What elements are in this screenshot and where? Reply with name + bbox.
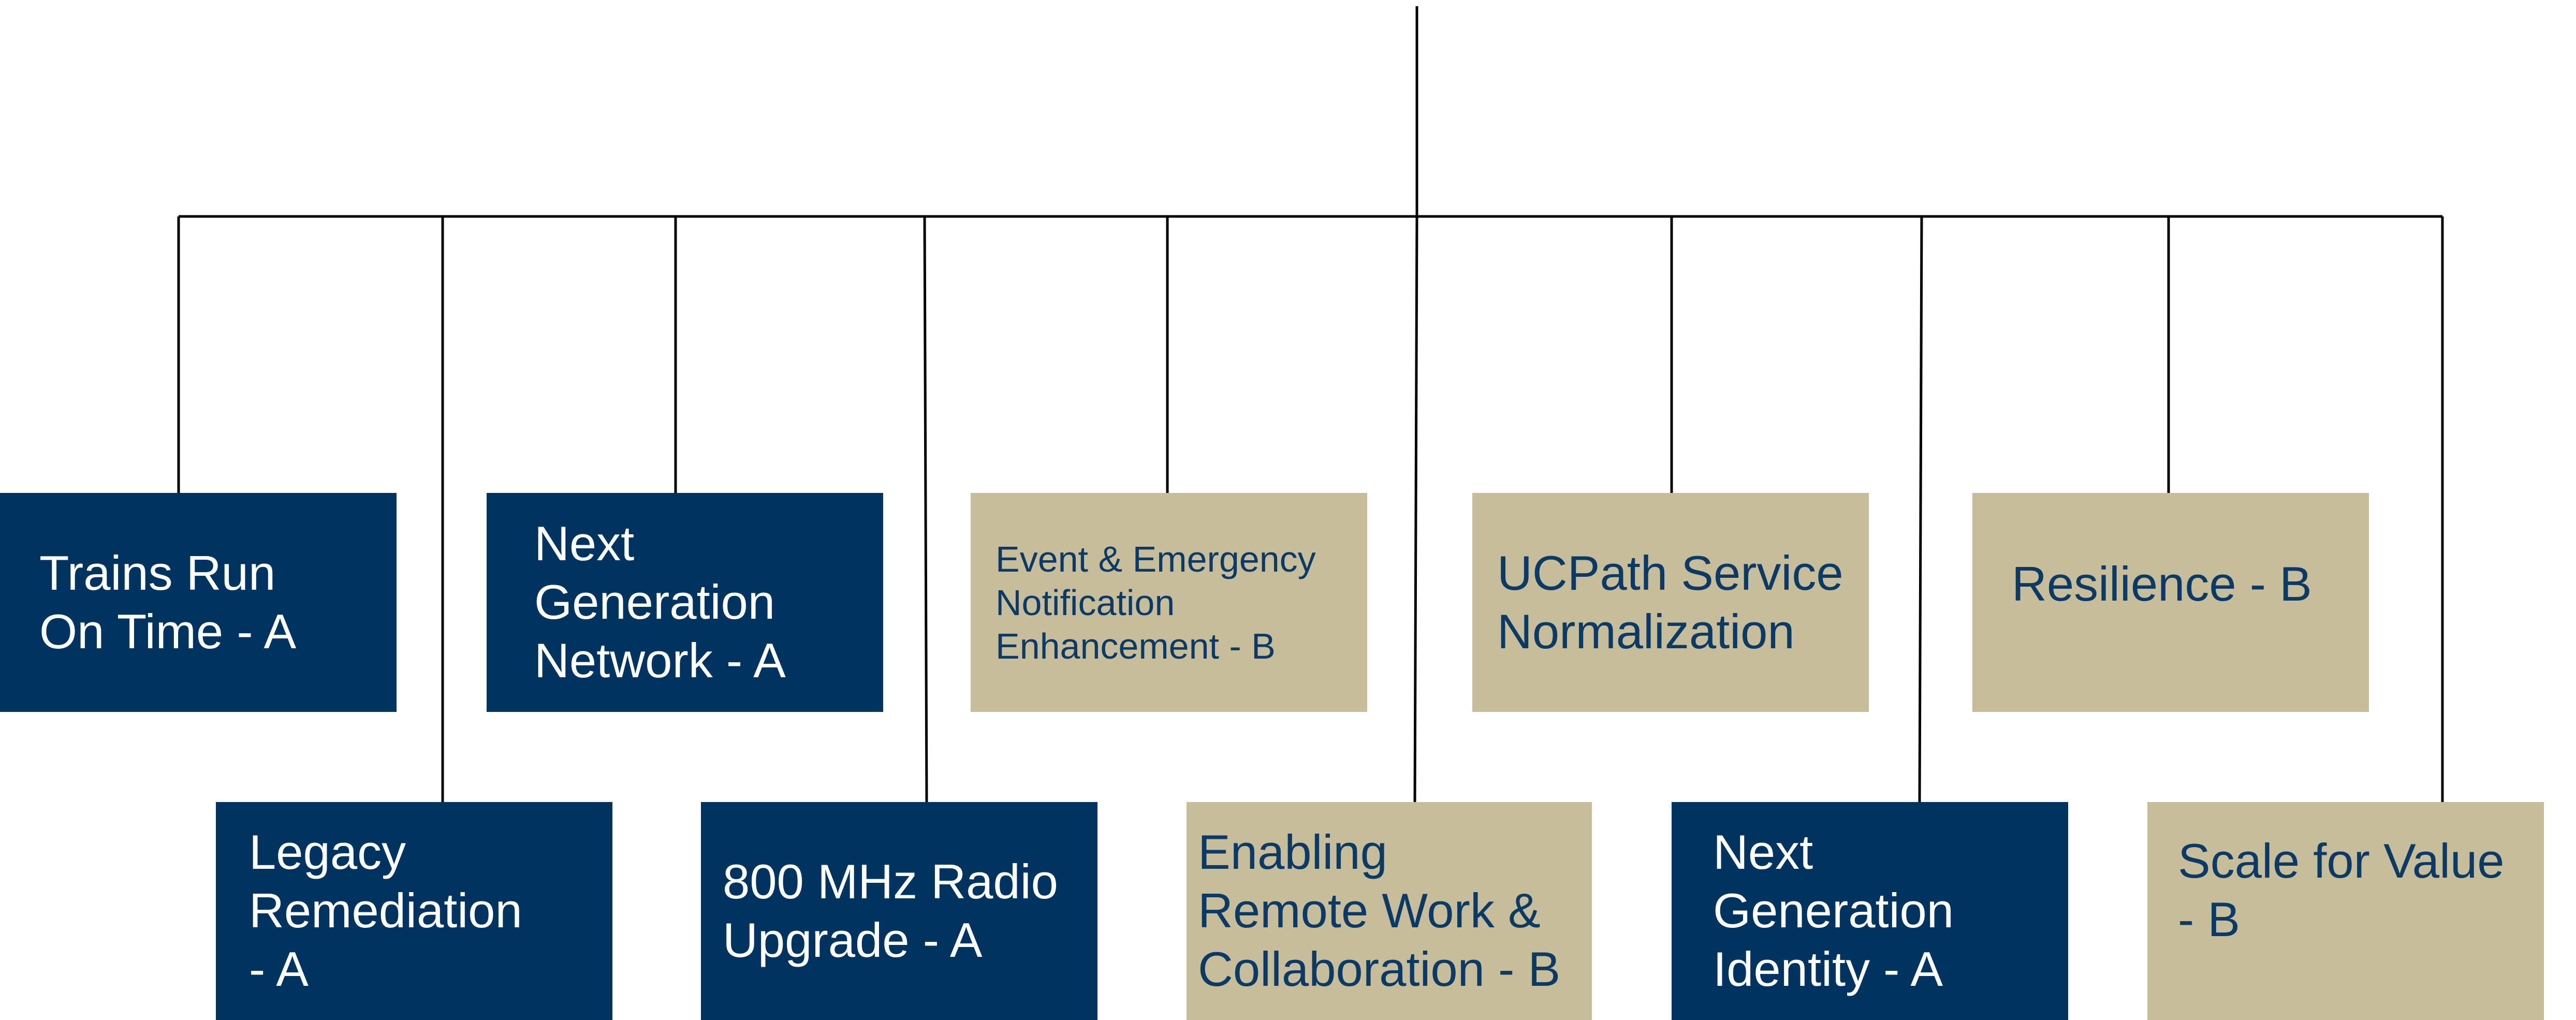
node-label: Event & Emergency Notification Enhanceme… [996,538,1316,666]
node-enabling-remote-work: Enabling Remote Work & Collaboration - B [1187,802,1592,1020]
node-next-generation-identity: Next Generation Identity - A [1672,802,2068,1020]
node-label: UCPath Service Normalization [1497,545,1843,659]
node-resilience: Resilience - B [1972,493,2369,712]
node-label: Resilience - B [2012,557,2312,611]
node-label: Next Generation Identity - A [1713,825,1954,996]
node-label: Next Generation Network - A [534,516,786,688]
node-ucpath-service-normalization: UCPath Service Normalization [1472,493,1869,712]
connector-enabling-remote-work [1413,216,1418,803]
node-800-mhz-radio-upgrade: 800 MHz Radio Upgrade - A [701,802,1097,1020]
node-scale-for-value: Scale for Value - B [2147,802,2544,1020]
node-trains-run-on-time: Trains Run On Time - A [0,493,397,712]
node-label: Enabling Remote Work & Collaboration - B [1198,825,1561,996]
node-label: 800 MHz Radio Upgrade - A [723,854,1058,967]
connector-next-generation-identity [1918,216,1923,803]
node-label: Legacy Remediation - A [249,825,522,996]
node-event-emergency-notification: Event & Emergency Notification Enhanceme… [971,493,1367,712]
node-label: Scale for Value - B [2178,833,2505,946]
node-next-generation-network: Next Generation Network - A [487,493,883,712]
node-label: Trains Run On Time - A [39,545,297,659]
node-legacy-remediation: Legacy Remediation - A [216,802,612,1020]
connector-800-mhz-radio-upgrade [923,216,928,803]
